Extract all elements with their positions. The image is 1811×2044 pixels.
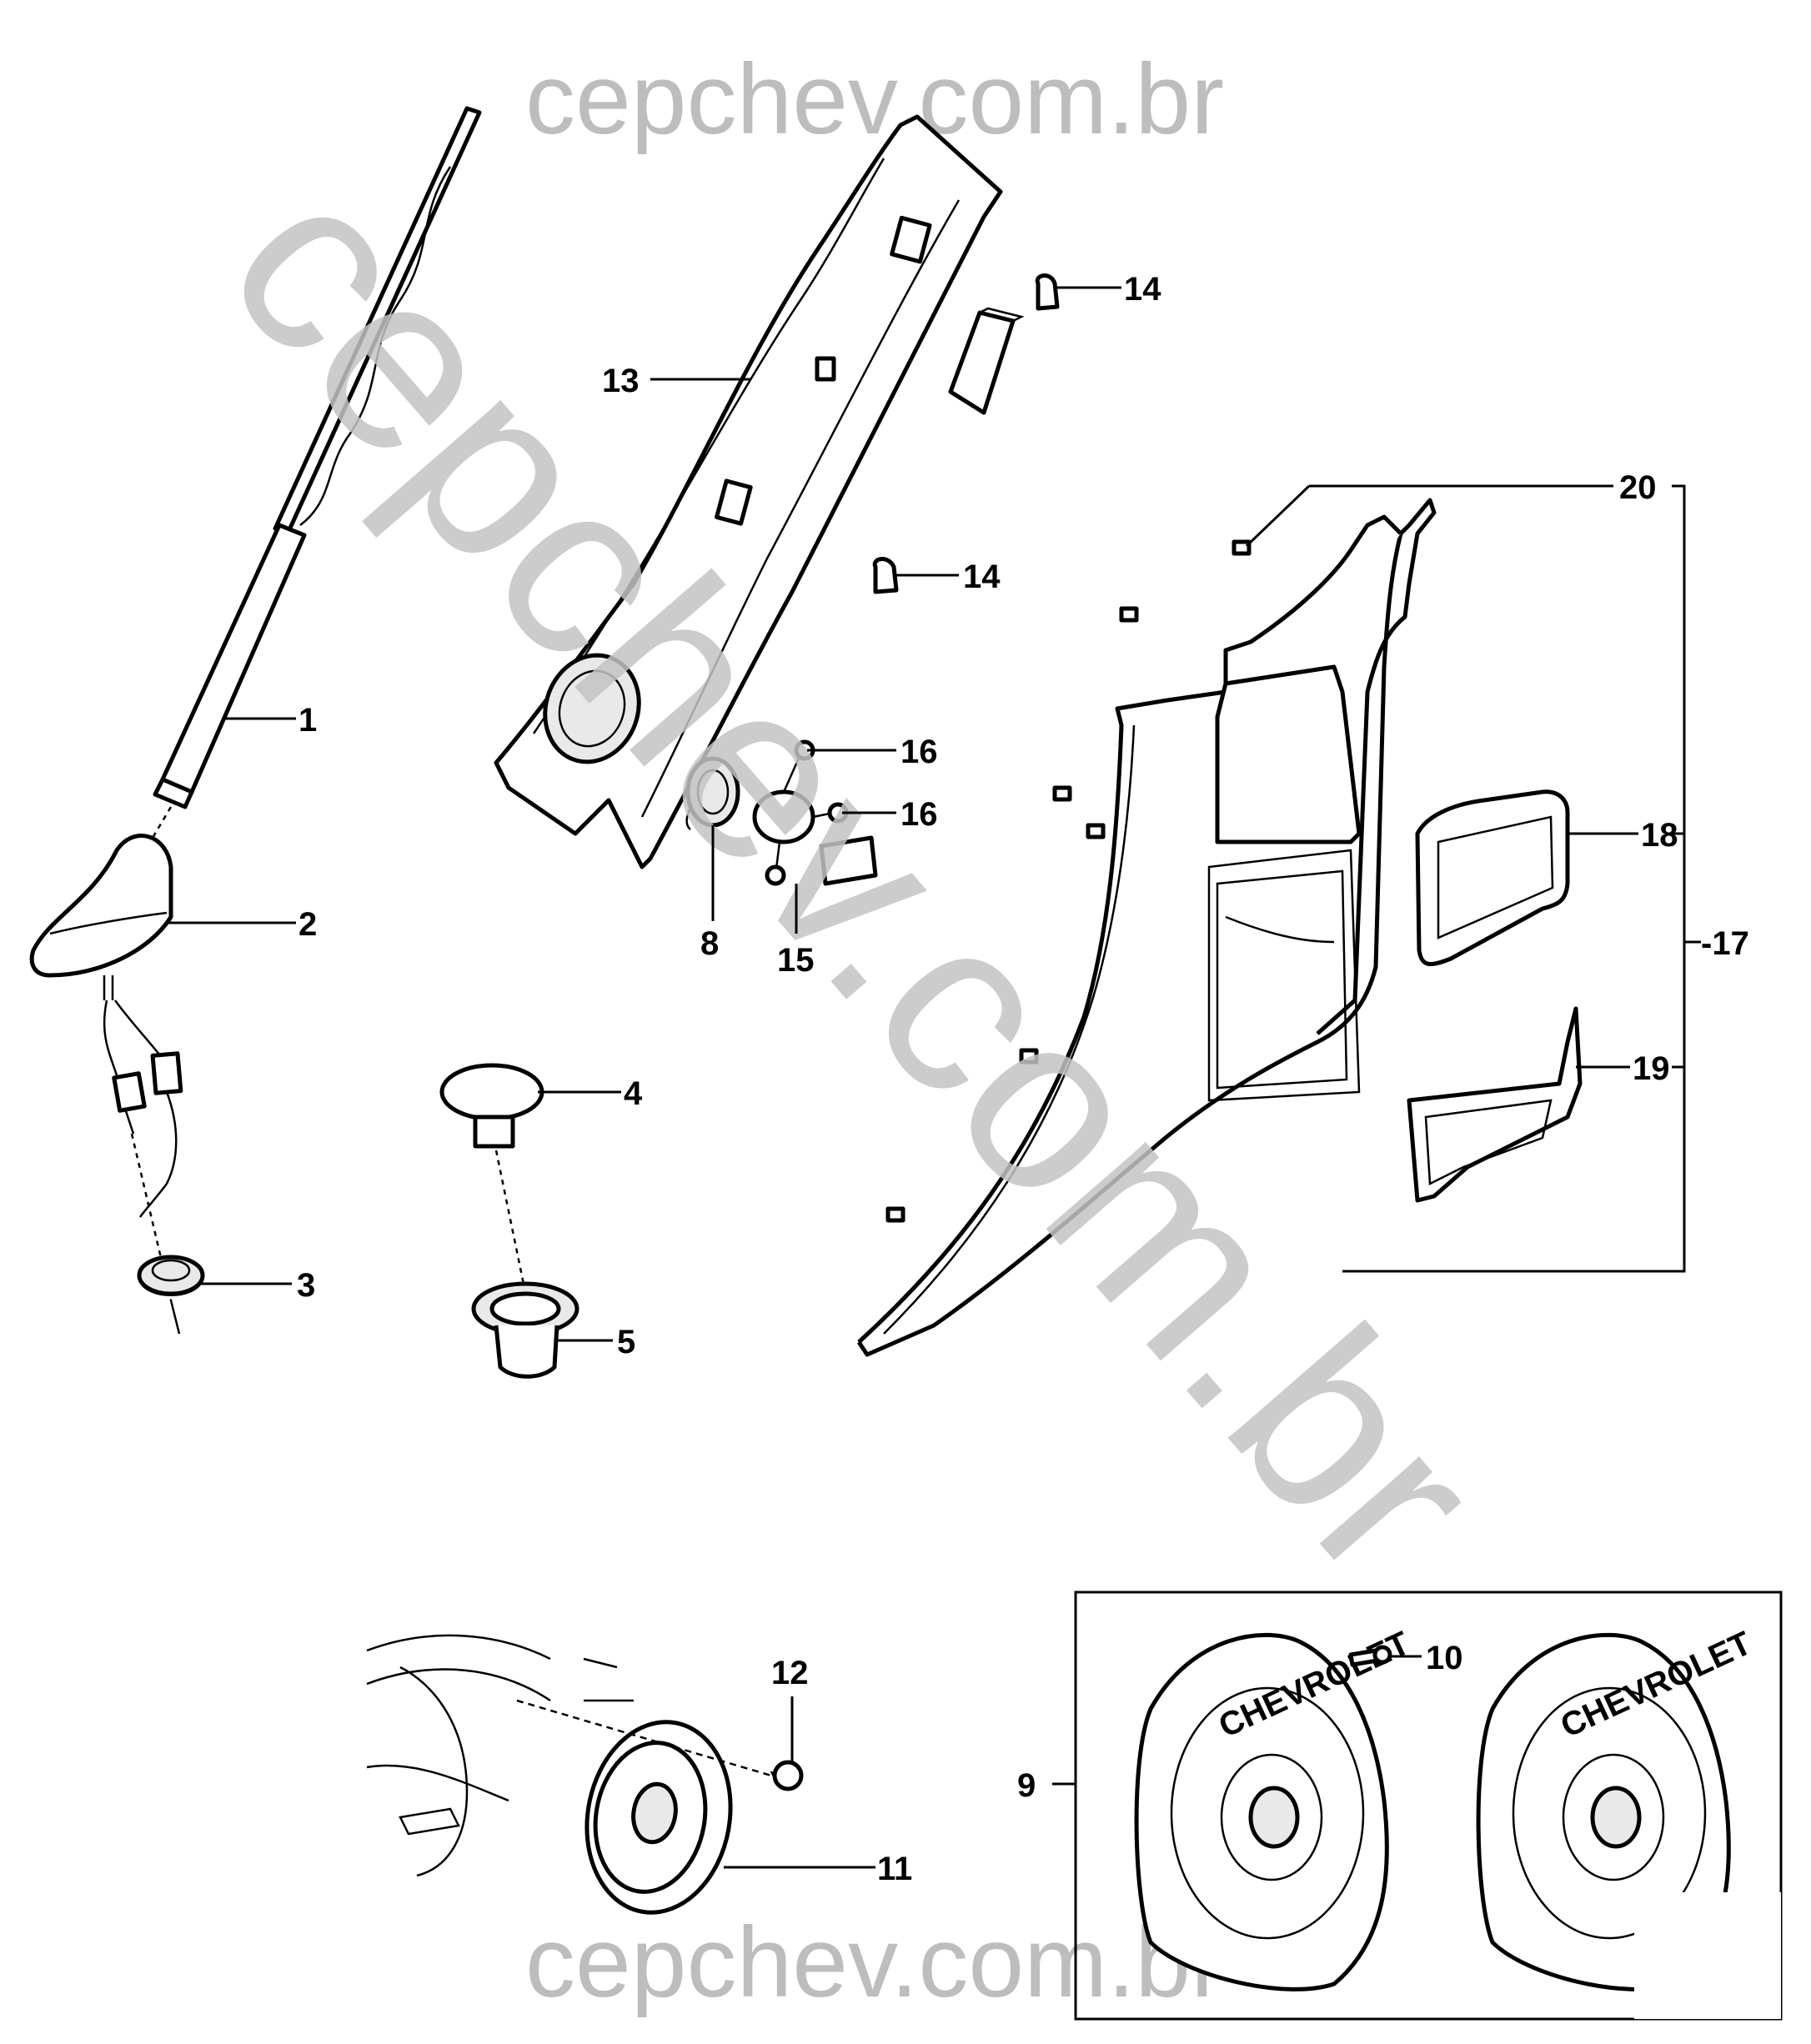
callout-19: 19: [1633, 1050, 1670, 1087]
a-pillar-trim: [494, 114, 1003, 869]
callout-9: 9: [1017, 1767, 1036, 1804]
callout-3: 3: [297, 1267, 315, 1304]
quarter-trim-panel: [856, 498, 1437, 1357]
plug-cap: [439, 1063, 544, 1301]
callout-13: 13: [602, 363, 640, 399]
retainer-clips: [885, 539, 1252, 1223]
watermark-top: cepchev.com.br: [525, 43, 1224, 155]
callout-14-lower: 14: [963, 559, 1001, 595]
door-speaker: [366, 1634, 772, 1915]
leader-lines: [167, 286, 1701, 1869]
sleeve: [471, 1281, 579, 1379]
callout-20: 20: [1619, 469, 1657, 506]
clip-upper: [1035, 273, 1060, 311]
callout-17: -17: [1701, 925, 1749, 962]
callout-2: 2: [298, 906, 317, 943]
callout-4: 4: [624, 1075, 643, 1112]
callout-5: 5: [617, 1324, 635, 1360]
speaker-bracket: [752, 739, 878, 886]
antenna-base: [29, 834, 183, 1301]
speaker-kit-inset: [1074, 1591, 1783, 2021]
inset-corner-mask: [1634, 1892, 1781, 2019]
callout-14-upper: 14: [1124, 271, 1161, 308]
callout-11: 11: [877, 1851, 912, 1887]
callout-18: 18: [1641, 817, 1678, 854]
callout-labels: 1 2 3 4 5 8 9 10 11 12 13 14 14 15 16 16…: [297, 271, 1749, 1887]
callout-16-lower: 16: [900, 796, 938, 833]
clip-lower: [872, 557, 899, 594]
callout-15: 15: [777, 942, 815, 979]
callout-10: 10: [1426, 1640, 1463, 1676]
foam-pad: [948, 307, 1025, 415]
callout-12: 12: [771, 1655, 809, 1691]
speaker-screw: [770, 1760, 804, 1791]
antenna-grommet: [137, 1255, 205, 1335]
storage-pocket: [1407, 1006, 1583, 1203]
speaker-left: CHEVROLET: [1134, 1625, 1415, 1991]
callout-1: 1: [298, 702, 317, 739]
antenna-mast: [148, 106, 482, 843]
callout-8: 8: [700, 925, 719, 962]
speaker-grille: [1415, 789, 1570, 967]
watermark-bottom: cepchev.com.br: [525, 1906, 1224, 2018]
callout-16-upper: 16: [900, 734, 938, 770]
inset-screw: [1348, 1645, 1392, 1667]
